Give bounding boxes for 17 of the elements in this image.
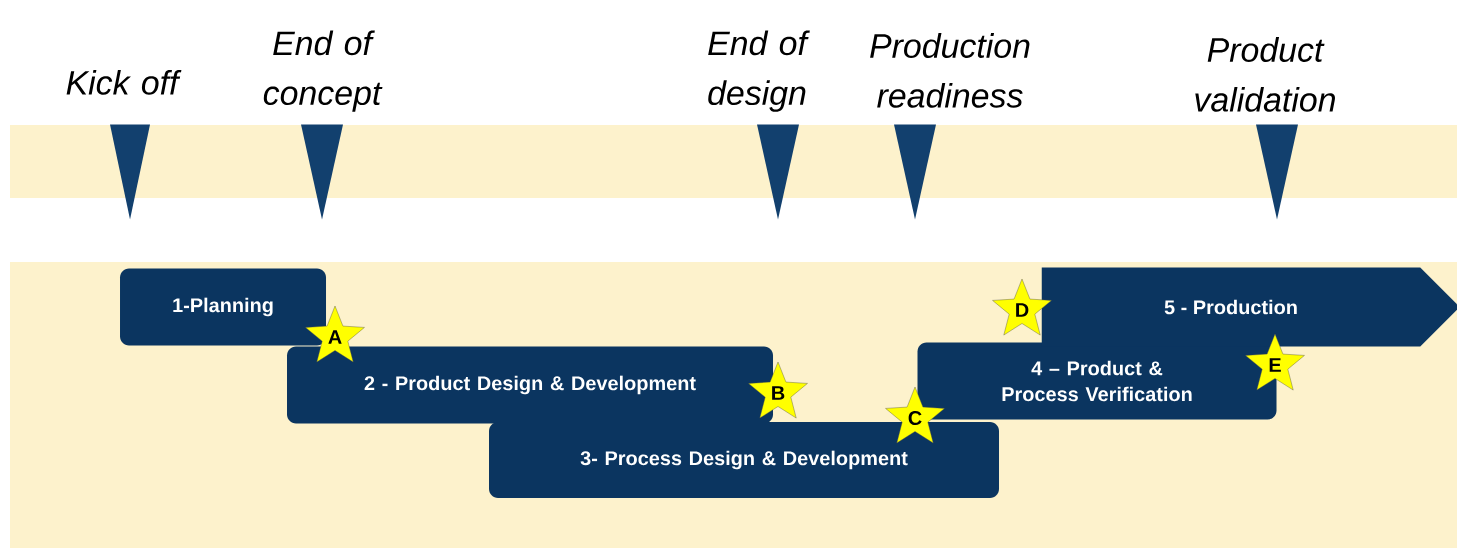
milestone-label: Kick off	[66, 69, 182, 95]
phase-box: 1-Planning	[120, 268, 326, 346]
milestone-star: D	[992, 278, 1052, 336]
milestone-label: End of design	[708, 30, 810, 112]
milestone-star: B	[748, 361, 808, 419]
phase-box: 5 - Production	[1041, 267, 1457, 347]
node-label: 2 - Product Design & Development	[364, 375, 696, 395]
milestone-star: A	[305, 305, 365, 363]
phase-box: 2 - Product Design & Development	[287, 346, 773, 424]
milestone-label: Product validation	[1195, 37, 1335, 112]
node-label: 3- Process Design & Development	[580, 450, 908, 470]
milestone-star: C	[885, 386, 945, 444]
milestone-label: End of concept	[263, 30, 383, 112]
node-label: 4 – Product & Process Verification	[1002, 360, 1192, 402]
milestone-label: Production readiness	[870, 33, 1030, 108]
milestone-star: E	[1245, 333, 1305, 391]
node-label: 5 - Production	[1164, 299, 1297, 315]
